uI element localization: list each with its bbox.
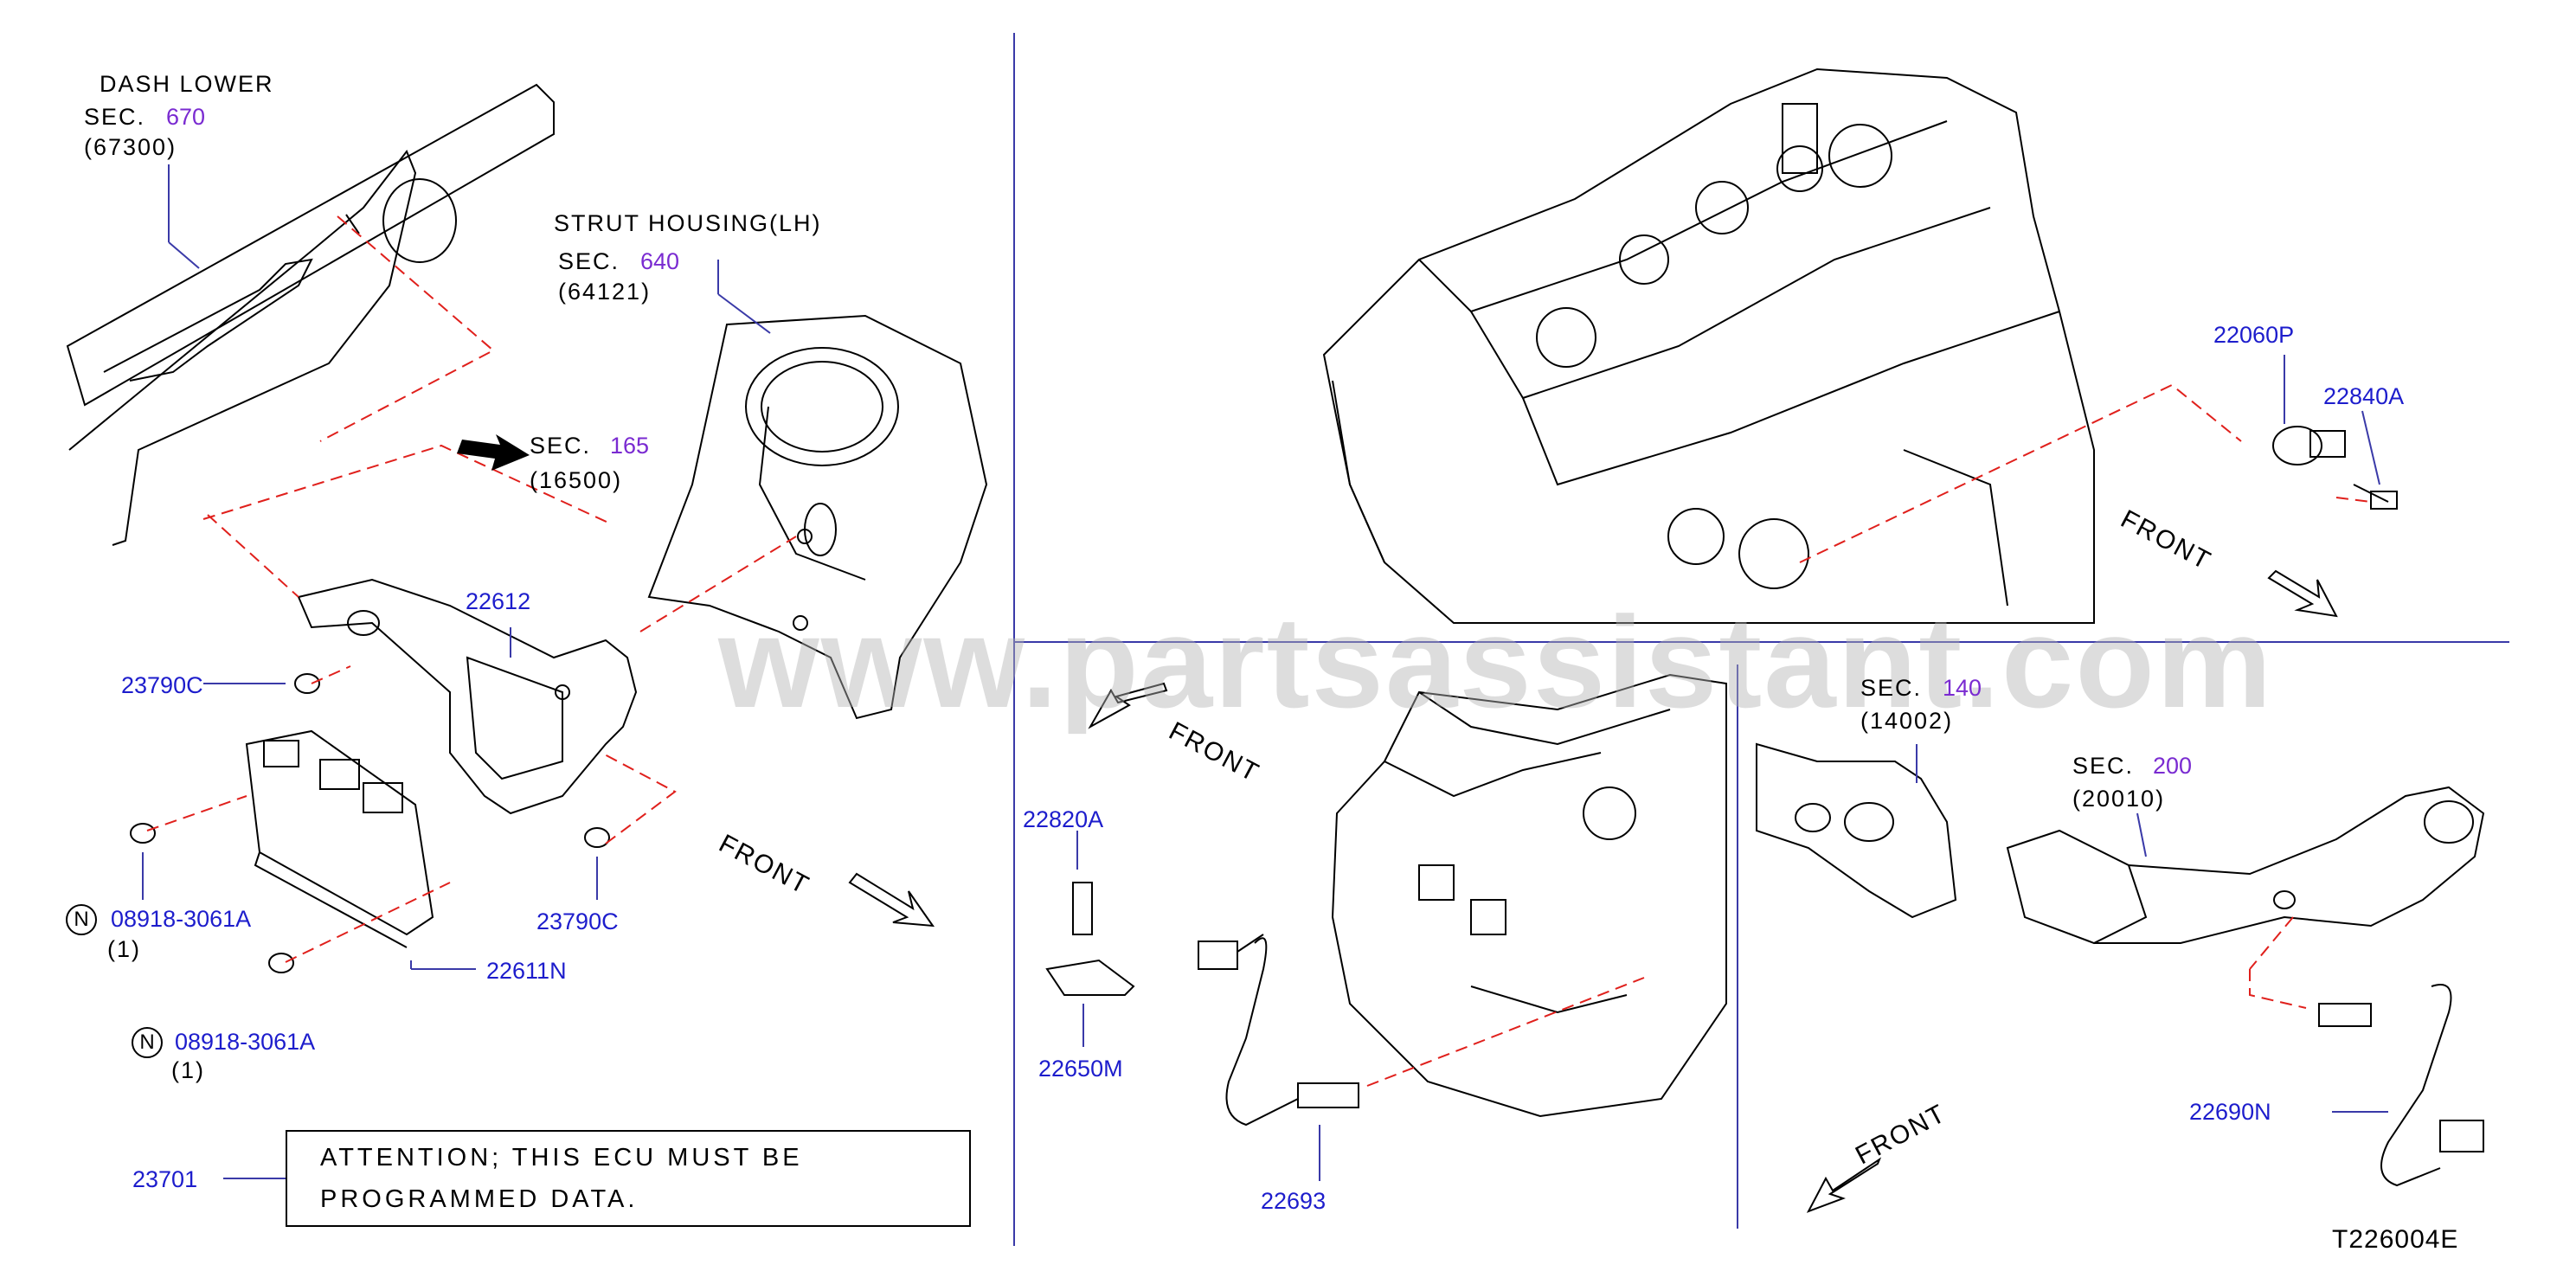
part-08918-3061a-b[interactable]: 08918-3061A [175, 1029, 316, 1055]
sec200-prefix: SEC. [2072, 753, 2135, 779]
part-22690n[interactable]: 22690N [2189, 1099, 2271, 1125]
part-08918-3061a-b-qty: (1) [171, 1057, 205, 1083]
part-23701[interactable]: 23701 [132, 1166, 198, 1192]
n-symbol-a: N [66, 904, 97, 935]
dashed-guides [146, 215, 2372, 1087]
attention-note-box [286, 1130, 971, 1227]
strut-housing-code: (64121) [558, 279, 652, 305]
front-arrow-mid [1088, 682, 1168, 729]
leader-lines [142, 164, 2388, 1181]
strut-housing [647, 314, 988, 720]
sec200-number[interactable]: 200 [2153, 753, 2193, 779]
strut-housing-title: STRUT HOUSING(LH) [554, 210, 822, 236]
part-23790c-bottom[interactable]: 23790C [536, 908, 619, 934]
diagram-id: T226004E [2332, 1225, 2459, 1254]
strut-housing-sec-number[interactable]: 640 [640, 248, 680, 274]
sec165-code: (16500) [530, 467, 623, 493]
arrows [457, 434, 530, 471]
o2-sensor-rear [2318, 984, 2484, 1187]
watermark: www.partsassistant.com [718, 589, 2274, 735]
part-22820a[interactable]: 22820A [1023, 806, 1104, 832]
o2-sensor-front [1045, 882, 1359, 1127]
knock-sensor [2272, 426, 2398, 510]
dash-lower-sec-prefix: SEC. [84, 104, 146, 130]
ecu-bracket [297, 578, 638, 815]
engine-top-view [1322, 67, 2095, 624]
part-23790c-top[interactable]: 23790C [121, 672, 203, 698]
front-arrow-left [848, 872, 935, 928]
sec140-prefix: SEC. [1860, 675, 1923, 701]
part-22693[interactable]: 22693 [1261, 1188, 1327, 1214]
nuts [130, 673, 610, 973]
attention-note-line2: PROGRAMMED DATA. [320, 1185, 639, 1213]
part-22650m[interactable]: 22650M [1038, 1056, 1123, 1082]
n-symbol-b: N [132, 1027, 163, 1058]
arrow-sec165 [457, 434, 530, 471]
front-arrow-top-right [2267, 569, 2338, 618]
dash-lower-sec-number[interactable]: 670 [166, 104, 206, 130]
sec165-number[interactable]: 165 [610, 433, 650, 459]
ecu-unit [245, 729, 434, 948]
sec200-code: (20010) [2072, 786, 2166, 812]
exhaust-manifold [1756, 742, 2485, 945]
dash-lower-title: DASH LOWER [100, 71, 274, 97]
sec140-code: (14002) [1860, 708, 1954, 734]
attention-note-line1: ATTENTION; THIS ECU MUST BE [320, 1144, 803, 1172]
part-22840a[interactable]: 22840A [2323, 383, 2405, 409]
dash-lower-panel [66, 83, 555, 546]
sec140-number[interactable]: 140 [1943, 675, 1982, 701]
engine-lower-view [1331, 673, 1727, 1118]
part-22060p[interactable]: 22060P [2213, 322, 2295, 348]
front-arrow-bottom-right [1806, 1157, 1882, 1213]
part-08918-3061a-a-qty: (1) [107, 936, 141, 962]
part-22611n[interactable]: 22611N [486, 958, 567, 984]
sec165-prefix: SEC. [530, 433, 592, 459]
part-22612[interactable]: 22612 [466, 588, 531, 614]
strut-housing-sec-prefix: SEC. [558, 248, 620, 274]
dash-lower-code: (67300) [84, 134, 177, 160]
part-08918-3061a-a[interactable]: 08918-3061A [111, 906, 252, 932]
front-arrows [848, 569, 2338, 1213]
